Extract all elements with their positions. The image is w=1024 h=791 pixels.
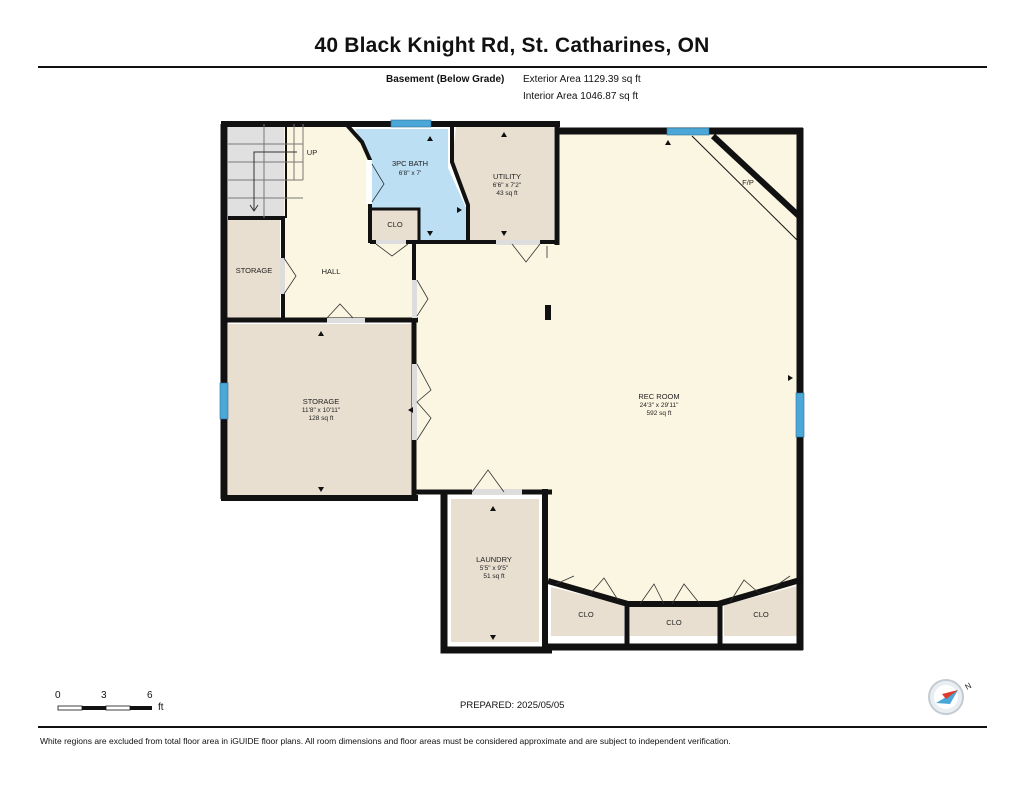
stairs-area: [228, 124, 284, 218]
header-rule: [38, 66, 987, 68]
laundry-outer-wall: [440, 492, 552, 654]
door-hall-storage: [327, 318, 365, 323]
door-bath-closet: [376, 240, 406, 244]
fireplace-label: F/P: [742, 178, 754, 187]
footer-rule: [38, 726, 987, 728]
exterior-area: Exterior Area 1129.39 sq ft: [523, 74, 641, 85]
door-hall-rec: [412, 280, 417, 318]
scale-unit: ft: [158, 702, 164, 713]
svg-text:N: N: [964, 681, 974, 692]
door-small-storage: [280, 258, 285, 294]
closet-3-floor: [724, 586, 797, 636]
closet-2-floor: [630, 607, 718, 636]
disclaimer: White regions are excluded from total fl…: [40, 736, 731, 746]
compass-north-icon: N: [928, 679, 974, 715]
utility-name: UTILITY: [493, 172, 521, 181]
closet-3-label: CLO: [753, 610, 769, 619]
window-rec-right: [795, 392, 805, 438]
windows: [219, 119, 805, 438]
storage-dims: 11'8" x 10'11": [302, 407, 341, 414]
closet-2-label: CLO: [666, 618, 682, 627]
storage-small-floor: [228, 220, 280, 320]
dimension-arrows: [318, 132, 793, 640]
utility-left-wall: [450, 124, 470, 243]
laundry-floor: [451, 499, 539, 642]
laundry-area: 51 sq ft: [483, 573, 505, 580]
door-utility: [496, 240, 540, 245]
bath-closet-floor: [370, 210, 418, 240]
stairs-up-arrow: [249, 151, 297, 212]
window-storage: [219, 382, 229, 420]
window-rec-top: [666, 127, 710, 136]
laundry-name: LAUNDRY: [476, 555, 512, 564]
scale-label-0: 0: [55, 690, 61, 701]
utility-floor: [452, 127, 554, 240]
door-closet-1: [555, 575, 619, 601]
rec-area: 592 sq ft: [647, 410, 672, 417]
up-label: UP: [307, 148, 317, 157]
closet-1-label: CLO: [578, 610, 594, 619]
storage-small-name: STORAGE: [236, 266, 273, 275]
laundry-dims: 5'5" x 9'5": [480, 565, 509, 572]
scale-label-3: 3: [101, 690, 107, 701]
interior-area: Interior Area 1046.87 sq ft: [523, 91, 639, 102]
hall-floor: [283, 124, 416, 320]
page-title: 40 Black Knight Rd, St. Catharines, ON: [314, 34, 710, 57]
bath-closet-wall: [370, 207, 421, 242]
utility-dims: 6'6" x 7'2": [493, 182, 522, 189]
fireplace-hearth: [691, 135, 798, 241]
window-bath: [390, 119, 432, 128]
bath-name: 3PC BATH: [392, 159, 428, 168]
rec-room-floor: [416, 133, 800, 606]
doors: [280, 160, 791, 605]
rec-name: REC ROOM: [638, 392, 679, 401]
level-label: Basement (Below Grade): [386, 74, 505, 85]
prepared-date: PREPARED: 2025/05/05: [460, 700, 565, 711]
storage-name: STORAGE: [303, 397, 340, 406]
rec-dims: 24'3" x 29'11": [640, 402, 679, 409]
storage-floor: [228, 324, 414, 495]
door-closet-3: [729, 575, 791, 603]
scale-label-6: 6: [147, 690, 153, 701]
bath-closet-label: CLO: [387, 220, 403, 229]
closet-1-floor: [551, 587, 624, 636]
bath-dims: 6'8" x 7': [399, 170, 422, 177]
column: [545, 305, 551, 320]
hall-name: HALL: [322, 267, 341, 276]
fireplace-wall: [710, 133, 803, 220]
staircase: [228, 124, 304, 218]
floor-fills: [228, 124, 800, 642]
door-bath: [366, 160, 372, 204]
storage-area: 128 sq ft: [309, 415, 334, 422]
utility-area: 43 sq ft: [496, 190, 518, 197]
door-laundry: [472, 489, 522, 495]
closet-front-wall: [547, 577, 801, 607]
door-closet-2: [639, 583, 701, 605]
scale-bar: [57, 705, 152, 711]
door-storage-rec: [412, 364, 417, 440]
